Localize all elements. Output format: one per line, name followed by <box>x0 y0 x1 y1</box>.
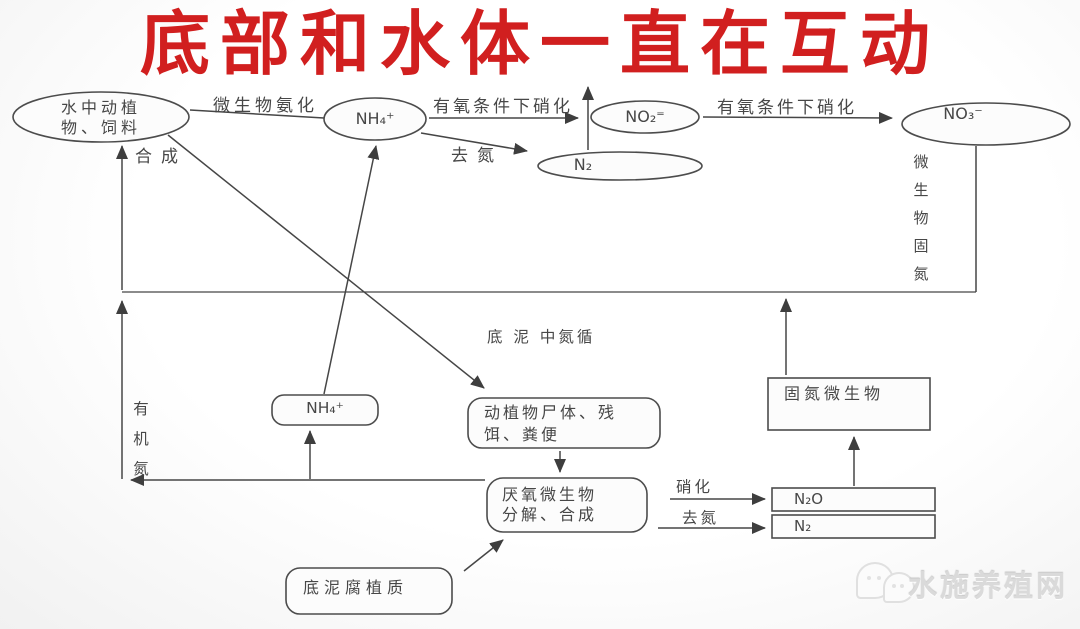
node-anaerobes <box>486 477 648 533</box>
node-nh4-water <box>323 97 427 141</box>
edge-biota-to-nh4 <box>189 109 325 119</box>
node-label-nh4-water: NH₄⁺ <box>355 109 395 128</box>
watermark-site-name: 水施养殖网 <box>908 569 1069 603</box>
node-nh4-sediment <box>271 394 379 426</box>
label-ammonification: 微生物氨化 <box>213 96 318 116</box>
watermark-bubble-small-icon <box>883 572 915 603</box>
node-label-n2o: N₂O <box>794 490 824 508</box>
label-nitrification-2: 有氧条件下硝化 <box>717 98 857 118</box>
node-label-n2-sediment: N₂ <box>794 517 812 535</box>
node-humus <box>285 567 453 615</box>
edge-no2-to-no3 <box>702 111 893 124</box>
node-label-n2-water: N₂ <box>573 155 593 174</box>
label-denitrification-water: 去氮 <box>451 146 503 166</box>
node-label-water-biota: 水中动植 物、饲料 <box>60 98 141 137</box>
label-sediment-cycle: 底 泥 中氮循 <box>487 328 596 346</box>
label-nitrification-sediment: 硝化 <box>676 478 714 496</box>
label-denitrification-sediment: 去氮 <box>682 509 720 527</box>
node-n2-water <box>537 151 703 181</box>
node-label-anaerobes: 厌氧微生物 分解、合成 <box>502 485 598 524</box>
node-n2-sediment <box>771 514 936 539</box>
label-organic-nitrogen: 有机氮 <box>133 400 149 478</box>
edge-nh4-to-n2 <box>420 132 528 155</box>
node-label-no2: NO₂⁼ <box>625 107 665 126</box>
node-label-nh4-sediment: NH₄⁺ <box>306 399 344 417</box>
label-microbial-fixation: 微生物固氮 <box>913 153 929 283</box>
node-n2o <box>771 487 936 512</box>
node-water-biota <box>12 91 190 143</box>
label-nitrification-1: 有氧条件下硝化 <box>433 97 573 117</box>
node-no3 <box>901 102 1071 146</box>
edge-biota-to-debris <box>167 134 485 389</box>
edge-nh4box-to-nh4 <box>323 145 380 395</box>
node-label-humus: 底泥腐植质 <box>303 578 409 597</box>
node-debris <box>467 397 661 449</box>
node-label-nitrogen-fixers: 固氮微生物 <box>784 384 885 403</box>
node-label-no3: NO₃⁻ <box>943 104 983 123</box>
node-no2 <box>590 100 700 134</box>
edge-humus-to-anaerobe <box>463 539 504 572</box>
node-label-debris: 动植物尸体、残 饵、粪便 <box>484 403 618 444</box>
label-synthesis: 合成 <box>135 147 187 167</box>
node-nitrogen-fixers <box>767 377 931 431</box>
page-title: 底部和水体一直在互动 <box>140 2 940 85</box>
